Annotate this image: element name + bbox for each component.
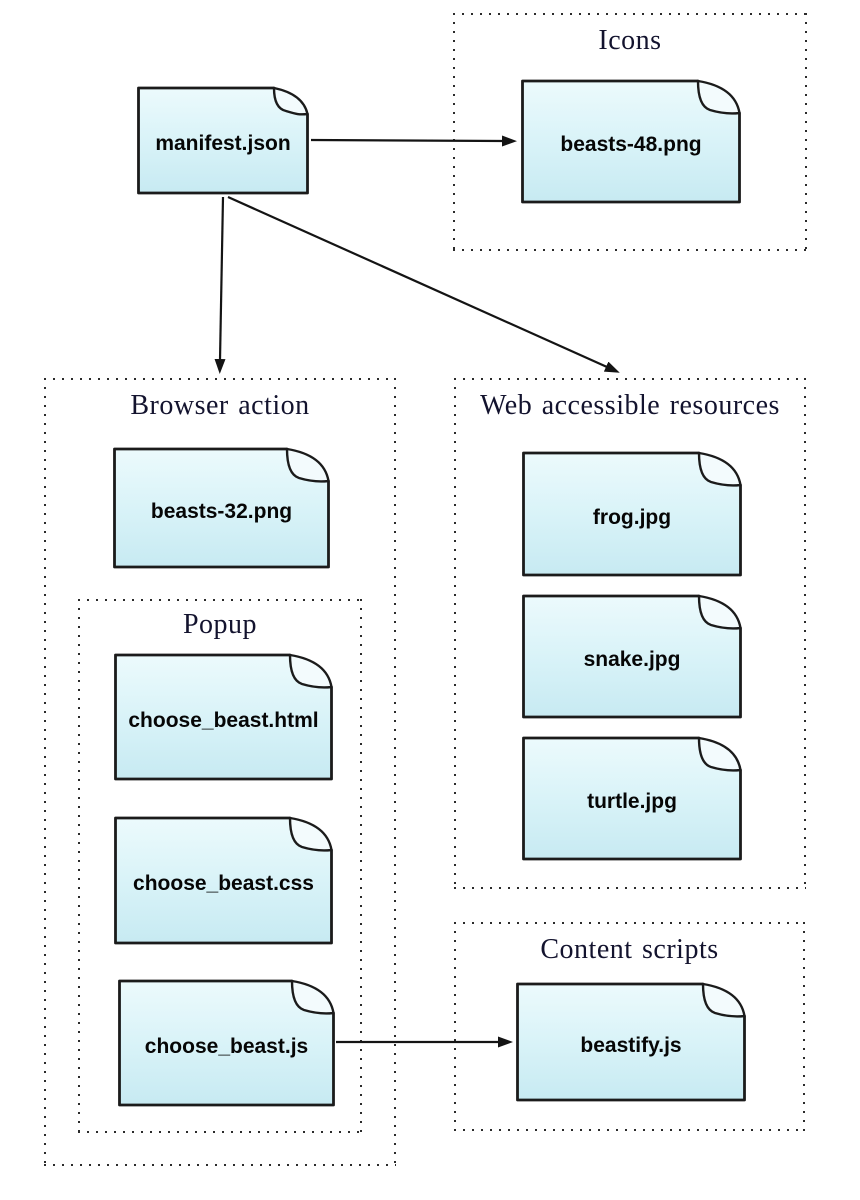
document-shape	[521, 79, 741, 204]
file-label-choose-beast-css: choose_beast.css	[133, 872, 314, 895]
file-node-choose-beast-css: choose_beast.css	[113, 815, 334, 946]
file-label-choose-beast-html: choose_beast.html	[128, 708, 319, 732]
group-content-scripts-title: Content scripts	[540, 934, 719, 965]
file-label-choose-beast-js: choose_beast.js	[144, 1034, 309, 1058]
document-shape	[137, 86, 309, 195]
file-node-snake-jpg: snake.jpg	[521, 593, 743, 720]
file-label-turtle-jpg: turtle.jpg	[587, 790, 677, 813]
file-label-beastify-js: beastify.js	[580, 1033, 682, 1057]
file-node-beasts-48-png: beasts-48.png	[520, 78, 742, 205]
document-shape	[114, 816, 333, 945]
file-node-frog-jpg: frog.jpg	[521, 450, 743, 578]
file-node-choose-beast-html: choose_beast.html	[113, 652, 334, 782]
group-browser-action-title: Browser action	[130, 390, 310, 421]
document-shape	[516, 982, 746, 1102]
group-web-accessible-resources-title: Web accessible resources	[480, 390, 780, 421]
arrow-manifest-to-browser-action	[214, 196, 226, 374]
group-icons-title: Icons	[598, 25, 662, 56]
file-node-beasts-32-png: beasts-32.png	[112, 446, 331, 570]
file-label-frog-jpg: frog.jpg	[592, 505, 672, 529]
file-node-turtle-jpg: turtle.jpg	[521, 735, 743, 862]
file-node-choose-beast-js: choose_beast.js	[117, 978, 336, 1108]
group-popup-title: Popup	[182, 609, 258, 640]
file-label-beasts-48-png: beasts-48.png	[560, 133, 702, 156]
file-label-manifest-json: manifest.json	[155, 132, 291, 155]
file-node-manifest-json: manifest.json	[136, 85, 310, 196]
file-node-beastify-js: beastify.js	[515, 981, 747, 1103]
file-label-beasts-32-png: beasts-32.png	[150, 499, 293, 523]
document-shape	[522, 736, 742, 861]
document-shape	[114, 653, 333, 781]
file-label-snake-jpg: snake.jpg	[583, 648, 681, 671]
document-shape	[522, 451, 742, 577]
document-shape	[113, 447, 330, 569]
document-shape	[522, 594, 742, 719]
document-shape	[118, 979, 335, 1107]
